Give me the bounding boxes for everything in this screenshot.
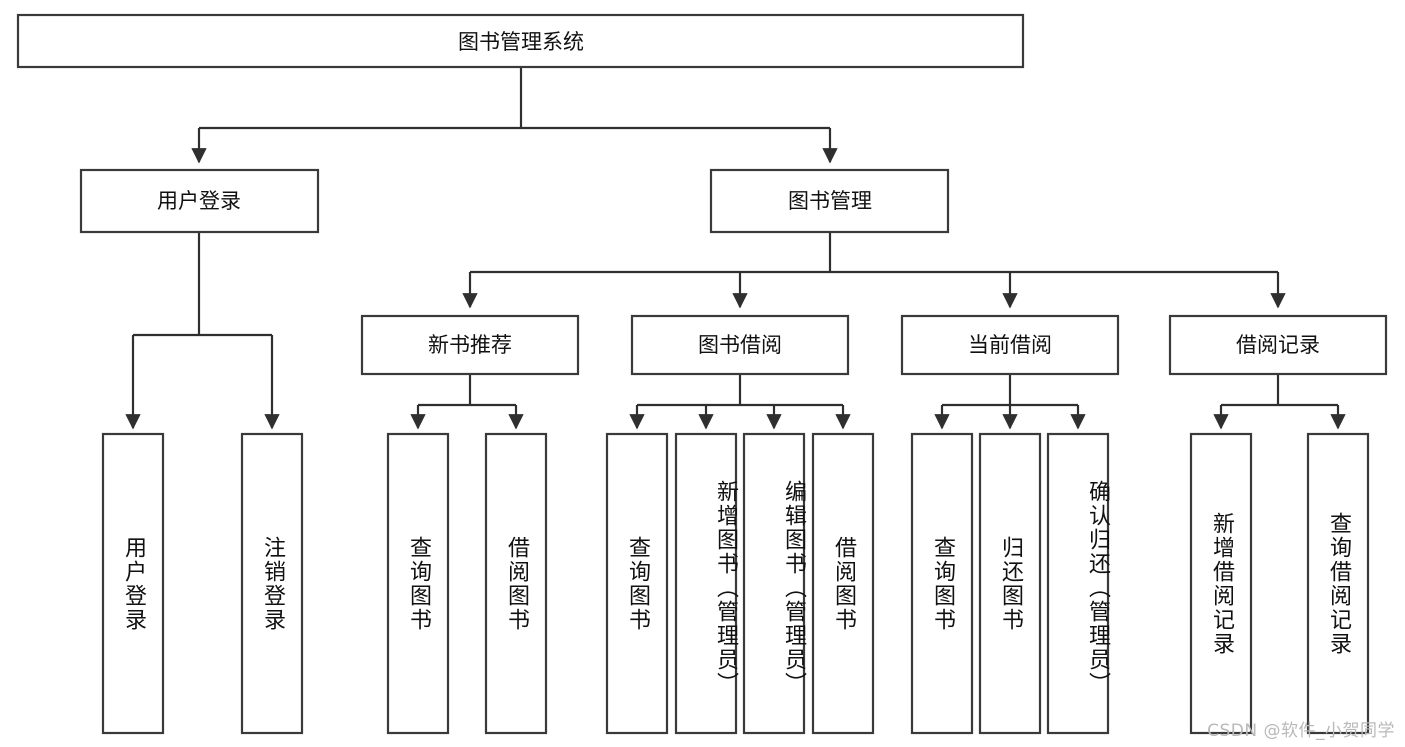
- node-book-borrow-box[interactable]: [630, 314, 850, 376]
- node-new-book-rec-box[interactable]: [360, 314, 580, 376]
- node-leaf-borrow-add-box[interactable]: [674, 432, 738, 735]
- node-user-login-box[interactable]: [79, 168, 320, 234]
- node-user-login-label: 用户登录: [157, 189, 241, 213]
- node-leaf-cur-confirm-box[interactable]: [1046, 432, 1110, 735]
- node-root-box[interactable]: [16, 13, 1025, 69]
- node-leaf-user-login-box[interactable]: [101, 432, 165, 735]
- node-current-borrow-label: 当前借阅: [968, 333, 1052, 357]
- node-leaf-borrow-borrow-box[interactable]: [811, 432, 875, 735]
- node-layer: 图书管理系统 用户登录 图书管理 新书推荐 图书借阅 当前借阅 借阅记录: [16, 13, 1388, 735]
- node-leaf-cur-return-box[interactable]: [978, 432, 1042, 735]
- node-leaf-rec-borrow-box[interactable]: [484, 432, 548, 735]
- node-new-book-rec-label: 新书推荐: [428, 333, 512, 357]
- connector-layer: [125, 67, 1346, 430]
- node-leaf-rec-query2-box[interactable]: [1306, 432, 1370, 735]
- node-leaf-borrow-edit-box[interactable]: [742, 432, 806, 735]
- node-leaf-cur-query-box[interactable]: [910, 432, 974, 735]
- node-borrow-record-label: 借阅记录: [1236, 333, 1320, 357]
- node-leaf-rec-query-box[interactable]: [386, 432, 450, 735]
- node-book-borrow-label: 图书借阅: [698, 333, 782, 357]
- node-leaf-borrow-query-box[interactable]: [605, 432, 669, 735]
- node-leaf-logout-box[interactable]: [240, 432, 304, 735]
- node-book-manage-box[interactable]: [709, 168, 950, 234]
- csdn-watermark: CSDN @软件_小贺同学: [1207, 721, 1395, 741]
- node-borrow-record-box[interactable]: [1168, 314, 1388, 376]
- node-book-manage-label: 图书管理: [788, 189, 872, 213]
- node-root-label: 图书管理系统: [458, 30, 584, 54]
- node-current-borrow-box[interactable]: [900, 314, 1120, 376]
- node-leaf-rec-add-box[interactable]: [1189, 432, 1253, 735]
